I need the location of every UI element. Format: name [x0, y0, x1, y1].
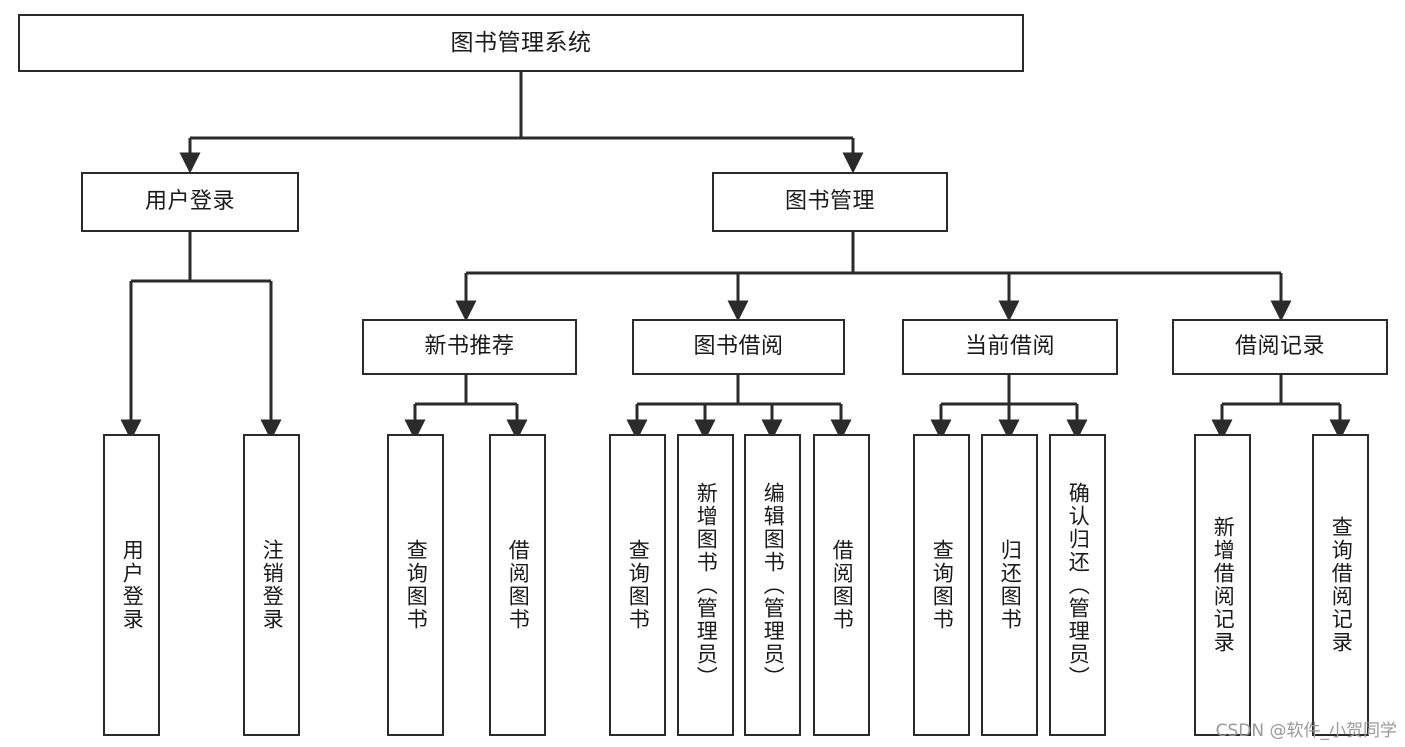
node-leaf-borrow-book-1[interactable]: 借阅图书: [489, 434, 546, 736]
node-leaf-borrow-book-2[interactable]: 借阅图书: [813, 434, 870, 736]
node-leaf-add-book-label: 新增图书（管理员）: [694, 481, 719, 689]
node-book-borrow-label: 图书借阅: [693, 334, 784, 360]
node-leaf-return-book-label: 归还图书: [998, 539, 1023, 631]
node-book-manage[interactable]: 图书管理: [712, 172, 948, 232]
node-current-borrow[interactable]: 当前借阅: [902, 319, 1118, 375]
node-leaf-edit-book[interactable]: 编辑图书（管理员）: [744, 434, 801, 736]
node-leaf-add-book[interactable]: 新增图书（管理员）: [677, 434, 734, 736]
node-current-borrow-label: 当前借阅: [964, 334, 1055, 360]
node-borrow-record-label: 借阅记录: [1234, 334, 1325, 360]
node-leaf-confirm-return-label: 确认归还（管理员）: [1066, 481, 1091, 689]
node-leaf-query-book-1[interactable]: 查询图书: [387, 434, 444, 736]
node-leaf-edit-book-label: 编辑图书（管理员）: [761, 481, 786, 689]
node-book-manage-label: 图书管理: [784, 189, 875, 215]
node-leaf-query-book-2[interactable]: 查询图书: [609, 434, 666, 736]
node-root[interactable]: 图书管理系统: [18, 14, 1024, 72]
node-borrow-record[interactable]: 借阅记录: [1172, 319, 1388, 375]
watermark: CSDN @软件_小贺同学: [1215, 721, 1397, 741]
node-leaf-query-record-label: 查询借阅记录: [1329, 516, 1354, 654]
node-new-book-rec[interactable]: 新书推荐: [362, 319, 577, 375]
node-root-label: 图书管理系统: [450, 29, 592, 56]
node-leaf-user-login[interactable]: 用户登录: [103, 434, 160, 736]
node-leaf-logout-label: 注销登录: [260, 539, 285, 631]
node-user-login[interactable]: 用户登录: [81, 172, 299, 232]
node-leaf-borrow-book-1-label: 借阅图书: [506, 539, 531, 631]
node-book-borrow[interactable]: 图书借阅: [632, 319, 845, 375]
node-new-book-rec-label: 新书推荐: [424, 334, 515, 360]
node-leaf-logout[interactable]: 注销登录: [243, 434, 300, 736]
node-leaf-add-record-label: 新增借阅记录: [1211, 516, 1236, 654]
node-leaf-query-record[interactable]: 查询借阅记录: [1312, 434, 1369, 736]
node-leaf-add-record[interactable]: 新增借阅记录: [1194, 434, 1251, 736]
node-leaf-borrow-book-2-label: 借阅图书: [830, 539, 855, 631]
node-leaf-query-book-2-label: 查询图书: [626, 539, 651, 631]
node-user-login-label: 用户登录: [144, 189, 235, 215]
node-leaf-query-book-3[interactable]: 查询图书: [913, 434, 970, 736]
node-leaf-return-book[interactable]: 归还图书: [981, 434, 1038, 736]
node-leaf-query-book-1-label: 查询图书: [404, 539, 429, 631]
node-leaf-query-book-3-label: 查询图书: [930, 539, 955, 631]
node-leaf-user-login-label: 用户登录: [120, 539, 145, 631]
node-leaf-confirm-return[interactable]: 确认归还（管理员）: [1049, 434, 1106, 736]
